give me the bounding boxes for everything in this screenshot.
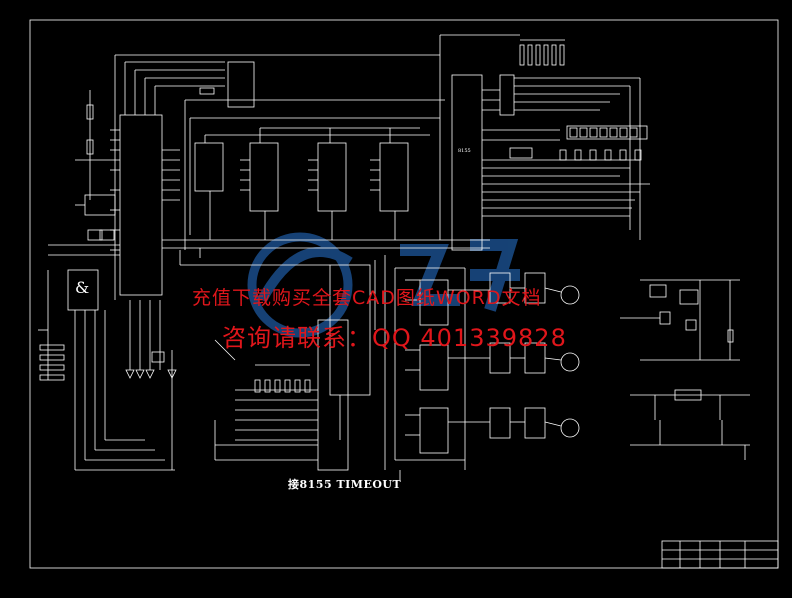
- power-supply-circuit-1: [620, 279, 740, 361]
- cpu-chip: [119, 114, 163, 296]
- stepper-motor-2: [560, 352, 580, 372]
- keyboard-matrix: [214, 339, 318, 460]
- label-8155-timeout: 接8155 TIMEOUT: [288, 478, 402, 491]
- chip-8155: [451, 74, 483, 251]
- title-block: [661, 540, 779, 569]
- resistor-array-left: [39, 344, 65, 381]
- cpu-pins: [110, 129, 490, 251]
- memory-chip-1: [194, 142, 224, 192]
- drawing-border: [29, 19, 779, 569]
- memory-chip-row: [194, 127, 430, 240]
- driver-chip-1: [419, 279, 449, 326]
- memory-chip-4: [379, 142, 409, 212]
- keyboard-chip: [317, 319, 349, 471]
- top-right-resistor-array: [499, 39, 641, 240]
- io-chip-left: [329, 264, 371, 396]
- and-gate: [67, 269, 99, 311]
- seven-segment-display: [509, 125, 648, 161]
- driver-chips: [374, 255, 580, 470]
- latch-chip: [227, 61, 255, 108]
- chip-8155-label: 8155: [458, 148, 471, 154]
- left-lower-switches: [74, 300, 177, 471]
- logo-watermark: [247, 232, 520, 338]
- driver-chip-3: [419, 407, 449, 454]
- stepper-motor-3: [560, 418, 580, 438]
- watermark-line-1: 充值下载购买全套CAD图纸WORD文档: [192, 287, 542, 309]
- watermark-line-2: 咨询请联系：QQ 401339828: [222, 324, 567, 352]
- power-supply-circuit-2: [630, 389, 750, 460]
- chip-8155-pins: [482, 89, 650, 217]
- and-gate-symbol: &: [75, 278, 90, 297]
- memory-chip-2: [249, 142, 279, 212]
- stepper-motor-1: [560, 285, 580, 305]
- top-bus: [114, 34, 520, 300]
- driver-chip-2: [419, 344, 449, 391]
- left-input-network: [38, 90, 120, 381]
